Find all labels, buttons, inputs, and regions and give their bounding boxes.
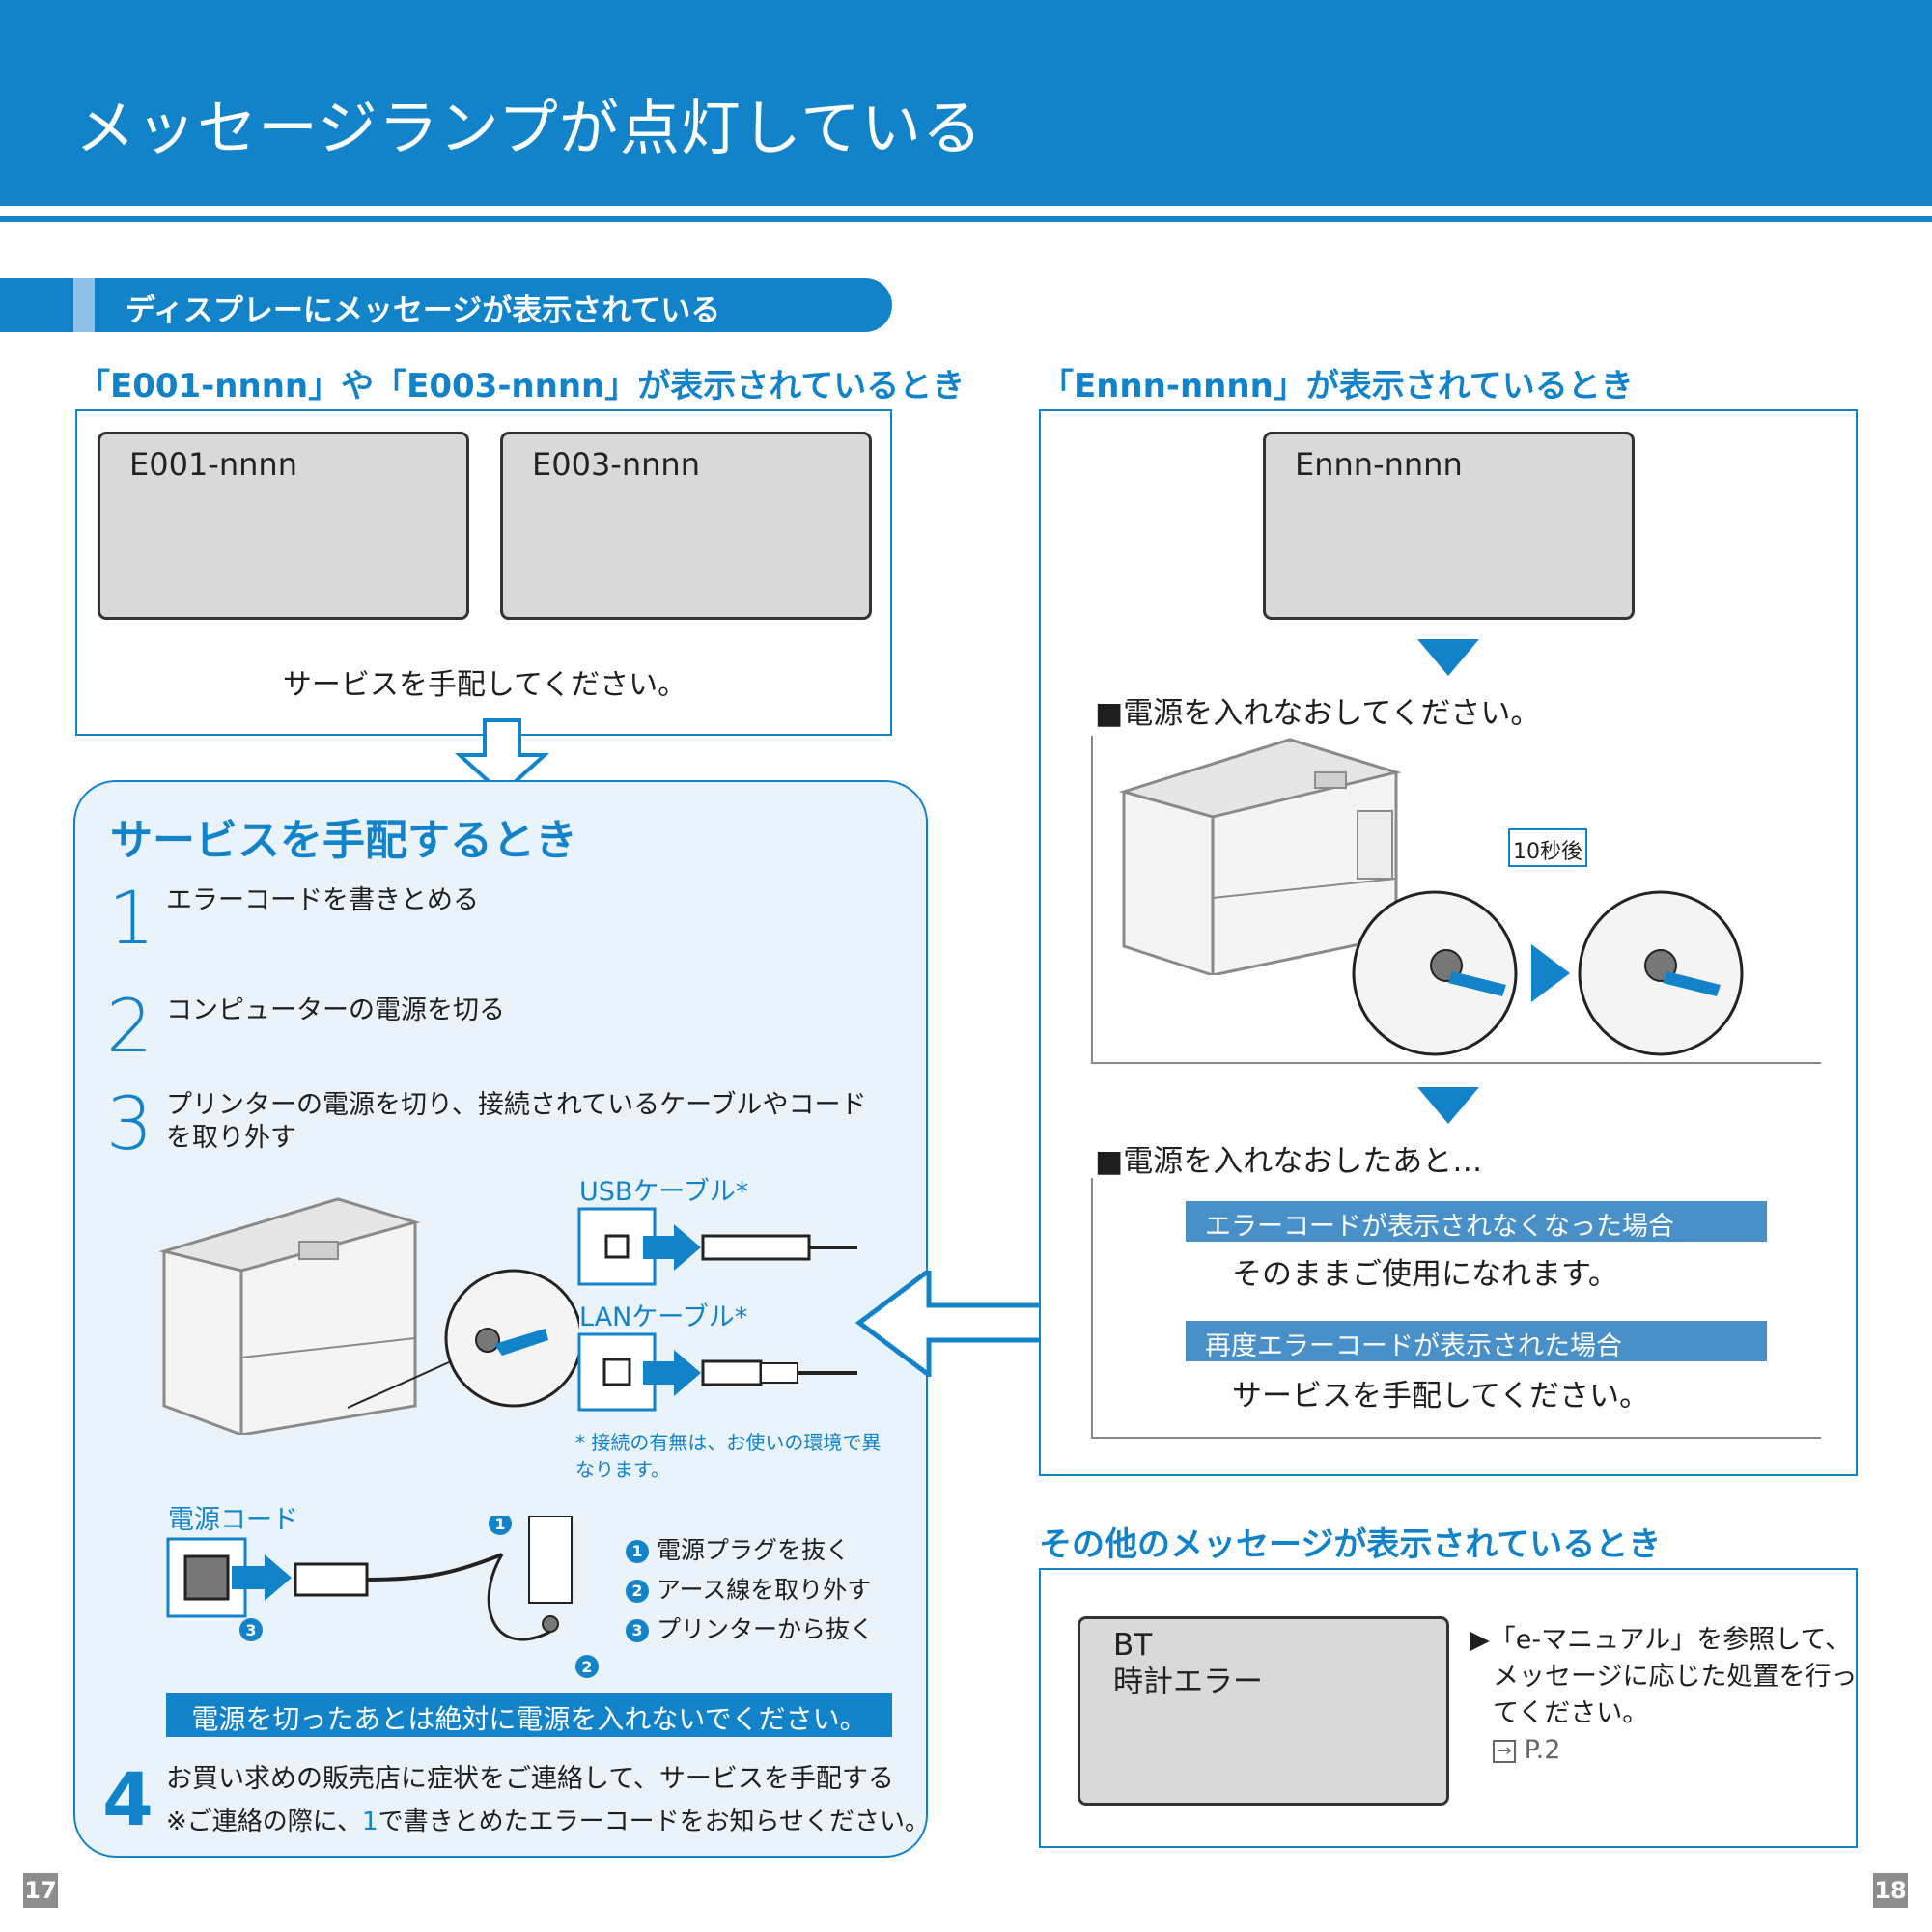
printer-illustration [1118, 738, 1402, 975]
unplug-step-text: 電源プラグを抜く [656, 1536, 850, 1564]
screen-code: Ennn-nnnn [1295, 446, 1463, 483]
unplug-step-text: プリンターから抜く [656, 1615, 874, 1643]
step-note-post: で書きとめたエラーコードをお知らせください。 [378, 1807, 931, 1836]
step-badge: 1 [626, 1540, 649, 1563]
step-number: 4 [102, 1756, 154, 1842]
power-button-sequence [1352, 890, 1744, 1056]
warning-text: 電源を切ったあとは絶対に電源を入れないでください。 [191, 1703, 867, 1735]
section-heading: ディスプレーにメッセージが表示されている [0, 278, 892, 332]
instruction-line: ▶「e-マニュアル」を参照して、 [1470, 1625, 1852, 1655]
service-message: サービスを手配してください。 [282, 668, 687, 702]
screen-code: E001-nnnn [129, 446, 297, 483]
step-number: 3 [106, 1080, 154, 1166]
page-number-left: 17 [23, 1873, 58, 1908]
page-reference[interactable]: → P.2 [1470, 1732, 1857, 1769]
screen-bt: BT 時計エラー [1078, 1616, 1449, 1806]
step-badge: 2 [626, 1580, 649, 1603]
screen-e001: E001-nnnn [98, 432, 469, 620]
step-number: 1 [108, 875, 155, 961]
divider [1091, 736, 1093, 1064]
unplug-step: 1 電源プラグを抜く [626, 1531, 850, 1566]
divider [1091, 1062, 1821, 1064]
divider [1091, 1437, 1821, 1439]
lan-cable-icon [577, 1332, 857, 1412]
page-link-icon: → [1493, 1739, 1516, 1763]
step-note: ※ご連絡の際に、1で書きとめたエラーコードをお知らせください。 [166, 1806, 930, 1838]
printer-illustration [158, 1197, 579, 1435]
step-badge: 3 [626, 1619, 649, 1642]
header-banner [0, 0, 1932, 206]
screen-code: E003-nnnn [532, 446, 700, 483]
screen-e003: E003-nnnn [500, 432, 872, 620]
unplug-step-text: アース線を取り外す [656, 1576, 872, 1604]
restart-heading: ■電源を入れなおしてください。 [1095, 696, 1541, 731]
connection-footnote: * 接続の有無は、お使いの環境で異なります。 [575, 1431, 882, 1481]
screen-line: 時計エラー [1113, 1665, 1263, 1699]
power-cord-label: 電源コード [168, 1505, 298, 1535]
step-text: お買い求めの販売店に症状をご連絡して、サービスを手配する [166, 1764, 894, 1794]
usb-cable-label: USBケーブル* [579, 1177, 749, 1207]
svg-text:3: 3 [245, 1621, 256, 1639]
e001-heading: 「E001-nnnn」や「E003-nnnn」が表示されているとき [77, 367, 966, 406]
result-text: サービスを手配してください。 [1232, 1379, 1650, 1414]
timer-label: 10秒後 [1513, 840, 1582, 864]
power-cord-illustration: 3 1 2 [166, 1516, 599, 1678]
down-arrow-outline-icon [454, 718, 550, 797]
step-note-pre: ※ご連絡の際に、 [166, 1807, 363, 1836]
page-number-right: 18 [1873, 1873, 1908, 1908]
instruction-line: メッセージに応じた処置を行っ [1493, 1662, 1858, 1692]
other-heading: その他のメッセージが表示されているとき [1039, 1526, 1662, 1564]
svg-text:1: 1 [494, 1516, 505, 1533]
result-label: 再度エラーコードが表示された場合 [1205, 1331, 1622, 1361]
unplug-step: 2 アース線を取り外す [626, 1571, 871, 1606]
section-title: ディスプレーにメッセージが表示されている [126, 294, 721, 328]
result-label-bar: 再度エラーコードが表示された場合 [1186, 1321, 1767, 1361]
lan-cable-label: LANケーブル* [579, 1302, 748, 1332]
section-stripe [73, 278, 95, 332]
page-ref-text: P.2 [1524, 1735, 1561, 1765]
page-title: メッセージランプが点灯している [75, 93, 984, 163]
usb-cable-icon [577, 1207, 857, 1286]
divider [1091, 1178, 1093, 1439]
instruction-line: てください。 [1493, 1698, 1649, 1728]
result-label: エラーコードが表示されなくなった場合 [1205, 1212, 1674, 1242]
other-instruction: ▶「e-マニュアル」を参照して、 メッセージに応じた処置を行っ てください。 →… [1470, 1622, 1857, 1769]
service-title: サービスを手配するとき [110, 816, 577, 865]
svg-text:2: 2 [581, 1658, 592, 1676]
step-text: エラーコードを書きとめる [166, 885, 479, 915]
down-triangle-icon [1417, 1087, 1479, 1124]
screen-ennn: Ennn-nnnn [1263, 432, 1635, 620]
step-text: コンピューターの電源を切る [166, 995, 505, 1025]
screen-line: BT [1113, 1628, 1153, 1663]
after-heading: ■電源を入れなおしたあと… [1095, 1144, 1483, 1179]
result-label-bar: エラーコードが表示されなくなった場合 [1186, 1201, 1767, 1242]
unplug-step: 3 プリンターから抜く [626, 1610, 874, 1645]
result-text: そのままご使用になれます。 [1232, 1257, 1618, 1292]
ennn-heading: 「Ennn-nnnn」が表示されているとき [1041, 367, 1634, 406]
step-text: プリンターの電源を切り、接続されているケーブルやコードを取り外す [166, 1090, 867, 1153]
timer-badge: 10秒後 [1508, 828, 1587, 867]
header-rule [0, 216, 1932, 222]
step-note-ref: 1 [362, 1807, 378, 1836]
warning-bar: 電源を切ったあとは絶対に電源を入れないでください。 [166, 1693, 892, 1737]
step-number: 2 [106, 983, 154, 1069]
down-triangle-icon [1417, 639, 1479, 676]
